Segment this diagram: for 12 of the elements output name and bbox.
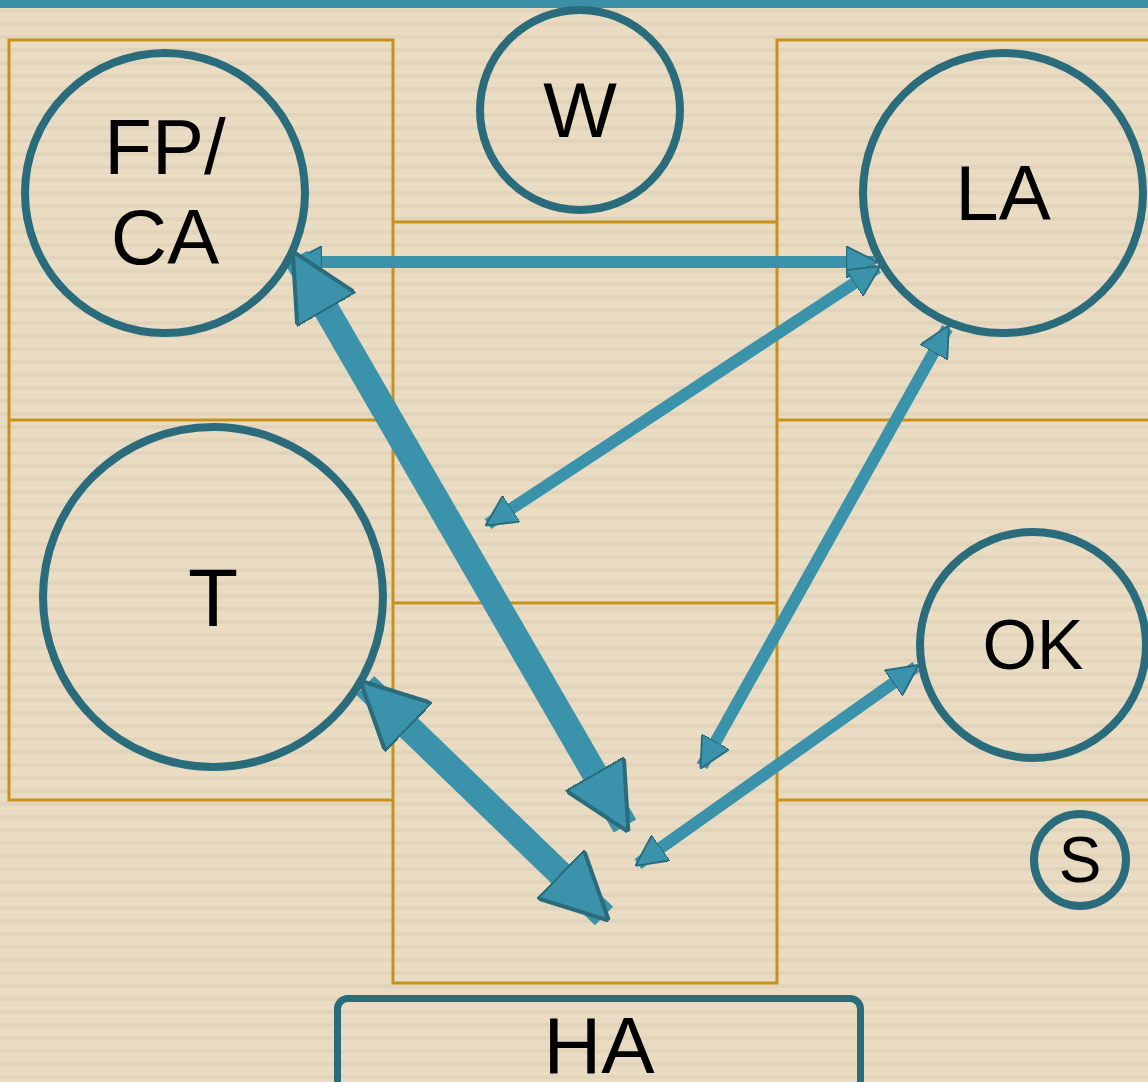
node-label: LA	[955, 147, 1051, 239]
double-arrow	[484, 262, 882, 529]
label-box	[334, 995, 864, 1082]
double-arrow	[356, 676, 614, 926]
node-label: T	[187, 550, 239, 645]
node-label: W	[543, 64, 617, 156]
node-label: S	[1058, 823, 1102, 898]
double-arrow	[634, 661, 920, 869]
node-label: OK	[982, 604, 1084, 686]
double-arrow	[696, 324, 953, 770]
node-label: HA	[543, 1002, 655, 1082]
node-label: FP/ CA	[103, 103, 227, 283]
